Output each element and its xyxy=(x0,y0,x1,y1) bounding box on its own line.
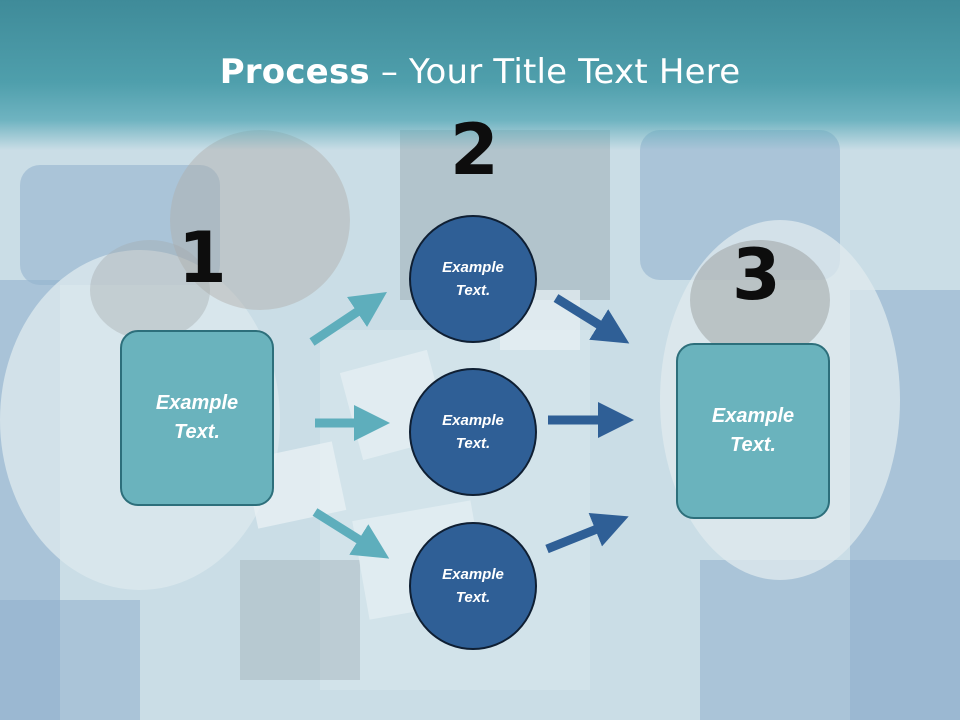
step-circle-bottom-line2: Text. xyxy=(455,589,491,606)
step-circle-bottom: Example Text. xyxy=(409,522,537,650)
arrow-left-to-bottom xyxy=(312,508,390,559)
arrow-bottom-to-right xyxy=(545,512,629,554)
step-box-right-line2: Text. xyxy=(730,434,776,456)
step-box-left-line2: Text. xyxy=(174,421,220,443)
step-number-2: 2 xyxy=(450,109,499,191)
step-circle-top: Example Text. xyxy=(409,215,537,343)
title-bold: Process xyxy=(219,52,370,92)
arrow-top-to-right xyxy=(553,294,630,344)
step-circle-top-line2: Text. xyxy=(455,282,491,299)
step-circle-middle: Example Text. xyxy=(409,368,537,496)
title-band xyxy=(0,0,960,150)
slide-title: Process – Your Title Text Here xyxy=(0,52,960,92)
step-circle-top-line1: Example xyxy=(442,258,504,276)
step-circle-middle-line1: Example xyxy=(442,411,504,429)
step-number-3: 3 xyxy=(732,234,781,316)
step-box-right: Example Text. xyxy=(676,343,830,519)
step-circle-middle-line2: Text. xyxy=(455,435,491,452)
title-rest: – Your Title Text Here xyxy=(369,52,741,92)
step-circle-bottom-line1: Example xyxy=(442,565,504,583)
step-box-left-line1: Example xyxy=(155,392,239,414)
step-box-right-line1: Example xyxy=(711,405,795,427)
step-box-left: Example Text. xyxy=(120,330,274,506)
step-number-1: 1 xyxy=(178,217,227,299)
arrow-left-to-top xyxy=(309,292,387,346)
